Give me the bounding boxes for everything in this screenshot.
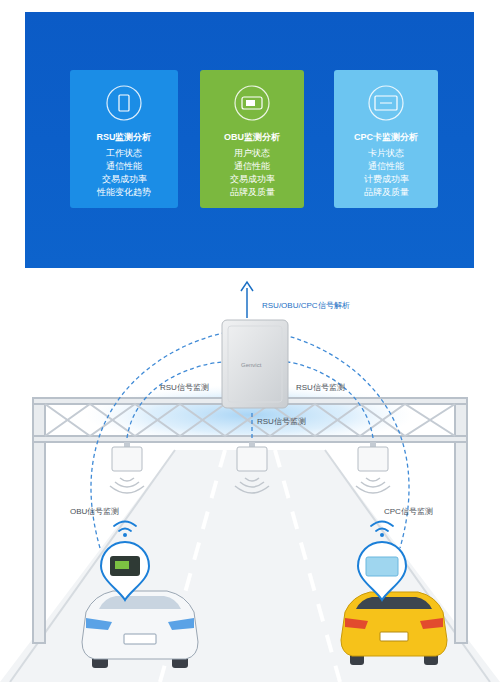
card-item: 计费成功率 (334, 173, 438, 185)
cpc-pin (358, 542, 406, 600)
card-item: 交易成功率 (200, 173, 304, 185)
road (0, 450, 500, 682)
signal-label: RSU信号监测 (296, 383, 345, 393)
card-item: 通信性能 (70, 160, 178, 172)
card-item: 通信性能 (334, 160, 438, 172)
signal-arc (91, 330, 409, 548)
white-car (82, 591, 198, 668)
card-item: 用户状态 (200, 147, 304, 159)
obu-pin (101, 542, 149, 600)
wifi-dot (380, 533, 384, 537)
card-item: 性能变化趋势 (70, 186, 178, 198)
card-icon (366, 83, 406, 123)
analyzer-device (222, 320, 288, 408)
device-panel (228, 326, 282, 402)
signal-label: CPC信号监测 (384, 507, 433, 517)
card-heading: OBU监测分析 (200, 131, 304, 143)
card-item: 工作状态 (70, 147, 178, 159)
analysis-card: RSU监测分析工作状态通信性能交易成功率性能变化趋势 (70, 70, 178, 208)
analysis-card: OBU监测分析用户状态通信性能交易成功率品牌及质量 (200, 70, 304, 208)
lane-line (275, 450, 340, 682)
card-icon (104, 83, 144, 123)
card-item: 品牌及质量 (200, 186, 304, 198)
card-heading: RSU监测分析 (70, 131, 178, 143)
rsu-unit (112, 442, 388, 471)
wifi-icon (114, 522, 393, 532)
card-item: 通信性能 (200, 160, 304, 172)
signal-label: RSU信号监测 (160, 383, 209, 393)
card-item: 交易成功率 (70, 173, 178, 185)
arrow-line (246, 288, 248, 318)
yellow-car (341, 592, 447, 665)
card-item: 品牌及质量 (334, 186, 438, 198)
analysis-card: CPC卡监测分析卡片状态通信性能计费成功率品牌及质量 (334, 70, 438, 208)
arrow-label: RSU/OBU/CPC信号解析 (262, 301, 350, 311)
wave-icon (110, 478, 390, 493)
card-item: 卡片状态 (334, 147, 438, 159)
wifi-dot (123, 533, 127, 537)
brand-logo: Genvict (241, 360, 261, 370)
card-icon (232, 83, 272, 123)
signal-label: OBU信号监测 (70, 507, 119, 517)
arrow-head (241, 282, 253, 291)
card-heading: CPC卡监测分析 (334, 131, 438, 143)
analysis-panel (25, 12, 474, 268)
signal-label: RSU信号监测 (257, 417, 306, 427)
